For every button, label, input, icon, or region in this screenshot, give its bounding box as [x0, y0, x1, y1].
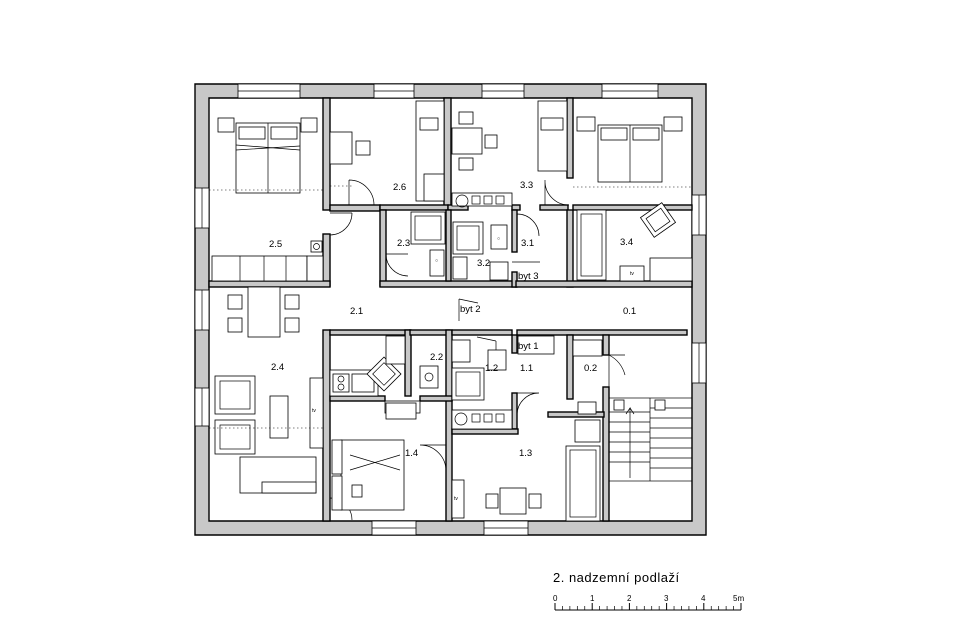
scale-tick-3: 3: [664, 594, 669, 603]
staircase: [608, 397, 693, 482]
room-label-3-2: 3.2: [477, 258, 490, 269]
room-labels: 2.5 2.6 3.3 3.4 2.3 3.1 3.2 2.1 0.1 2.4 …: [269, 180, 636, 459]
flat-labels: byt 2 byt 1 byt 3: [460, 271, 539, 352]
bath-fixtures-2-3-3-2: ○ ○: [410, 211, 540, 281]
room-label-2-3: 2.3: [397, 238, 410, 249]
room-label-1-3: 1.3: [519, 448, 532, 459]
flat-label-byt-1: byt 1: [518, 341, 539, 352]
scale-tick-5: 5m: [733, 594, 744, 603]
scale-bar: 0 1 2 3 4 5m: [553, 594, 744, 611]
room-2-4-furniture: tv: [209, 286, 324, 494]
room-label-3-4: 3.4: [620, 237, 633, 248]
room-label-3-1: 3.1: [521, 238, 534, 249]
flat-label-byt-2: byt 2: [460, 304, 481, 315]
room-label-2-2: 2.2: [430, 352, 443, 363]
svg-text:○: ○: [497, 236, 500, 242]
room-label-0-2: 0.2: [584, 363, 597, 374]
room-1-3-furniture: tv: [451, 419, 601, 522]
outer-walls: [194, 83, 707, 536]
scale-tick-1: 1: [590, 594, 595, 603]
scale-tick-2: 2: [627, 594, 632, 603]
room-3-3-furniture: [451, 100, 568, 208]
room-label-2-1: 2.1: [350, 306, 363, 317]
bath-fixtures-1-2: [451, 335, 603, 430]
room-3-4-furniture: tv: [573, 116, 693, 282]
room-label-1-2: 1.2: [485, 363, 498, 374]
svg-text:tv: tv: [630, 271, 634, 277]
room-label-1-4: 1.4: [405, 448, 418, 459]
doors: [329, 179, 626, 521]
room-label-2-5: 2.5: [269, 239, 282, 250]
floor-title: 2. nadzemní podlaží: [553, 570, 680, 585]
scale-tick-0: 0: [553, 594, 558, 603]
scale-tick-4: 4: [701, 594, 706, 603]
room-label-2-6: 2.6: [393, 182, 406, 193]
room-label-0-1: 0.1: [623, 306, 636, 317]
room-1-4-furniture: [331, 402, 417, 511]
flat-label-byt-3: byt 3: [518, 271, 539, 282]
room-2-5-furniture: [209, 117, 324, 282]
room-label-2-4: 2.4: [271, 362, 284, 373]
svg-text:○: ○: [435, 258, 438, 264]
svg-text:tv: tv: [312, 408, 316, 414]
room-2-6-furniture: [329, 100, 445, 202]
room-label-1-1: 1.1: [520, 363, 533, 374]
title-block: 2. nadzemní podlaží: [553, 570, 680, 585]
svg-text:tv: tv: [454, 496, 458, 502]
windows: [194, 83, 707, 536]
room-label-3-3: 3.3: [520, 180, 533, 191]
